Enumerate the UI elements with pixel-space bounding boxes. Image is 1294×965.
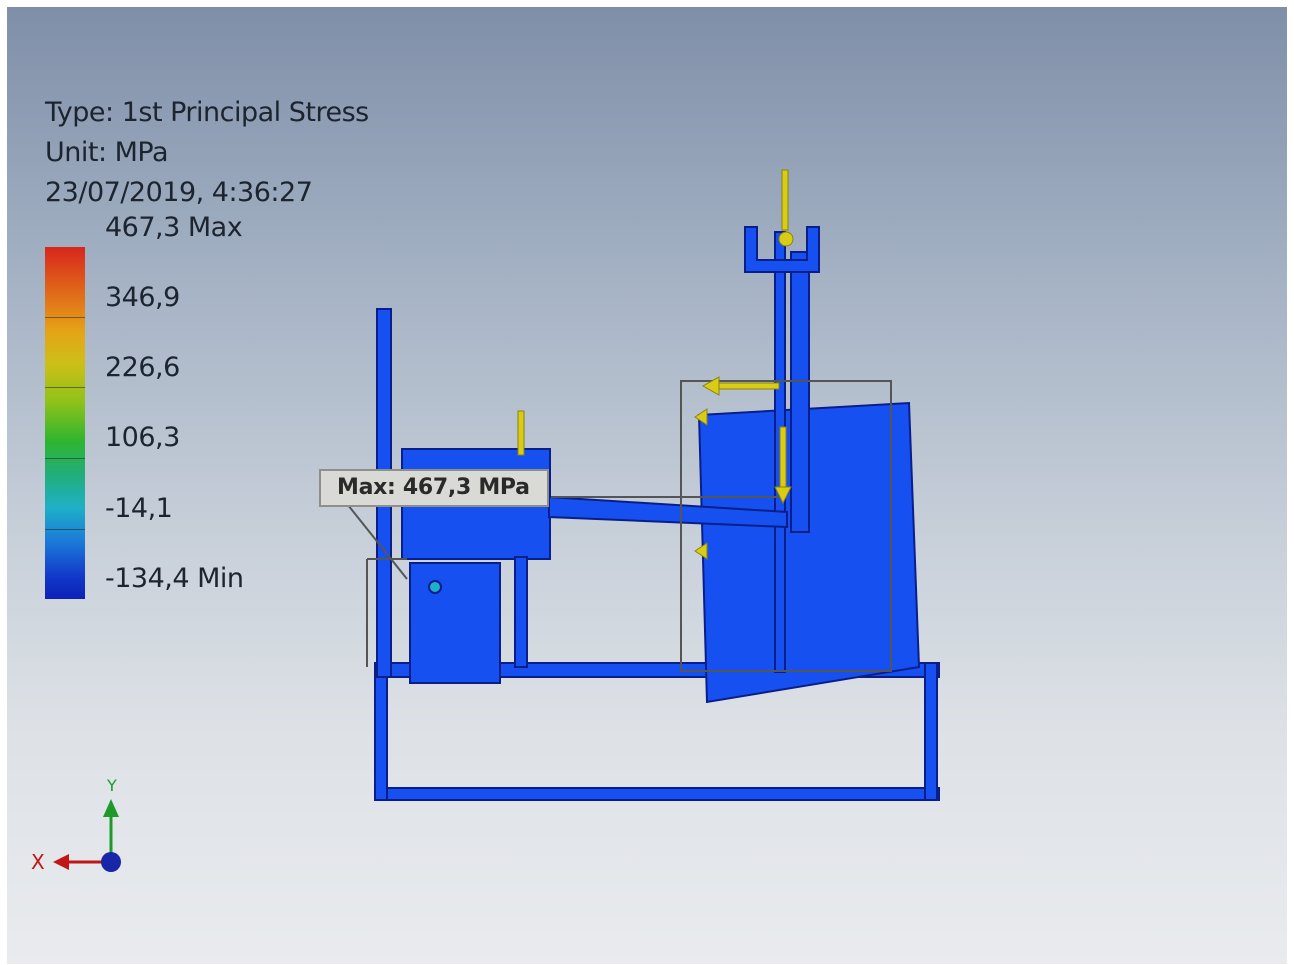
load-arrow-icon (517, 410, 525, 456)
outline-edges (366, 380, 892, 672)
lower-small-tank (409, 562, 501, 684)
y-axis-label: Y (106, 776, 117, 795)
result-info: Type: 1st Principal Stress Unit: MPa 23/… (45, 93, 369, 213)
load-arrow-icon (779, 426, 787, 488)
legend-label-max: 467,3 Max (105, 212, 243, 243)
legend-label-5: -14,1 (105, 493, 173, 524)
max-stress-marker[interactable] (339, 494, 442, 594)
load-arrow-head-icon (774, 486, 792, 505)
load-arrow-head-icon (701, 376, 720, 396)
result-type: Type: 1st Principal Stress (45, 97, 369, 128)
right-post-arm (790, 251, 810, 533)
frame-bottom-beam (374, 787, 940, 801)
y-axis-arrow-icon (103, 799, 119, 817)
small-tank-support (514, 556, 528, 668)
view-triad[interactable]: Y X (31, 776, 121, 874)
load-arrow-icon (718, 382, 780, 390)
legend-label-2: 346,9 (105, 282, 180, 313)
stress-model-view[interactable]: Y X (7, 7, 1287, 964)
graphics-viewport[interactable]: Type: 1st Principal Stress Unit: MPa 23/… (7, 7, 1287, 964)
pin-constraint-icon (778, 231, 794, 247)
result-unit: Unit: MPa (45, 137, 169, 168)
z-axis-origin-icon (101, 852, 121, 872)
frame-left-leg (374, 662, 388, 801)
x-axis-arrow-icon (53, 854, 69, 870)
max-probe-point-icon[interactable] (428, 580, 442, 594)
x-axis-label: X (31, 850, 45, 874)
stress-color-legend (45, 247, 85, 599)
large-tank (697, 401, 921, 704)
frame-right-leg (924, 662, 938, 801)
load-arrows (517, 169, 794, 560)
top-bracket (744, 226, 820, 273)
max-value-callout[interactable]: Max: 467,3 MPa (319, 469, 549, 507)
frame-structure[interactable] (374, 226, 940, 801)
legend-label-4: 106,3 (105, 422, 180, 453)
result-timestamp: 23/07/2019, 4:36:27 (45, 177, 313, 208)
load-arrow-icon (781, 169, 789, 231)
connecting-bar (548, 495, 788, 529)
legend-label-3: 226,6 (105, 352, 180, 383)
load-arrow-head-icon (694, 408, 708, 426)
load-arrow-head-icon (694, 542, 708, 560)
legend-label-min: -134,4 Min (105, 563, 244, 594)
